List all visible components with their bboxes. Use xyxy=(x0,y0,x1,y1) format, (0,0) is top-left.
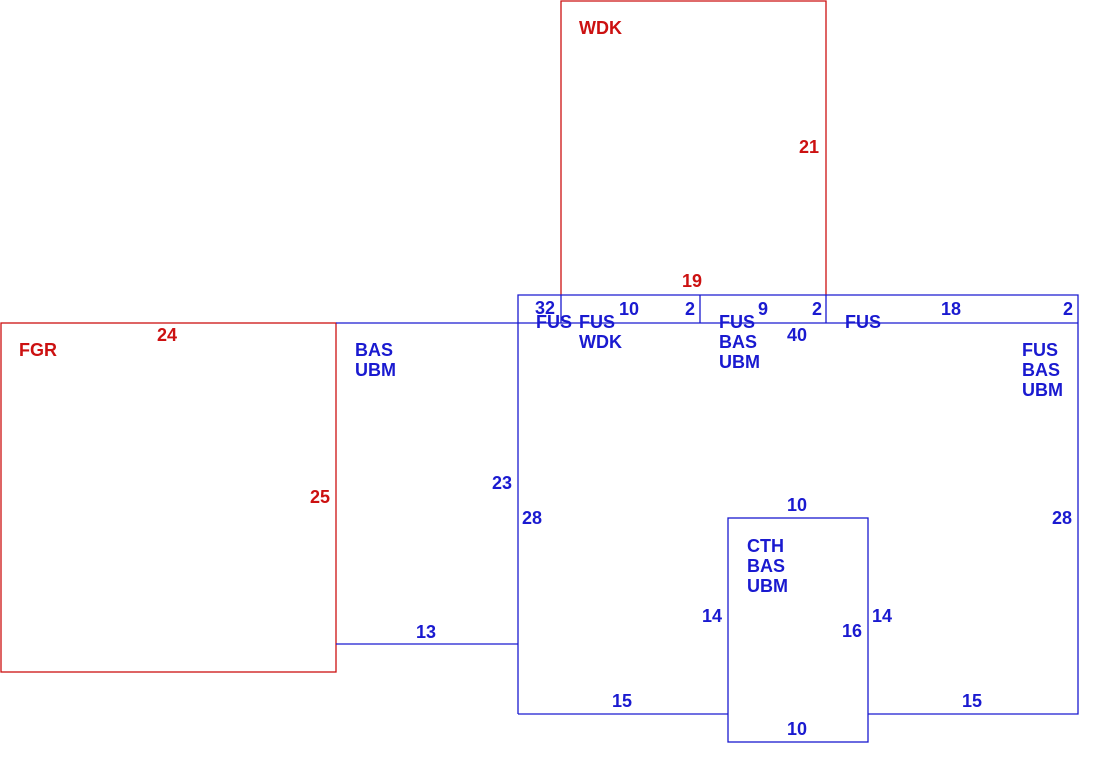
fus-wdk-line2: WDK xyxy=(579,332,622,352)
dim-bas-left-bottom: 13 xyxy=(416,622,436,642)
dim-main-right: 28 xyxy=(1052,508,1072,528)
area-labels: WDK FGR BAS UBM FUS FUS WDK FUS BAS UBM … xyxy=(19,18,1063,596)
dim-main-bottom-right: 15 xyxy=(962,691,982,711)
dim-strip-10: 10 xyxy=(619,299,639,319)
fus-wdk-line1: FUS xyxy=(579,312,615,332)
cth-line2: BAS xyxy=(747,556,785,576)
fus-mid-line2: BAS xyxy=(719,332,757,352)
wdk-code: WDK xyxy=(579,18,622,38)
dim-main-bottom-left: 15 xyxy=(612,691,632,711)
dim-cth-bottom: 10 xyxy=(787,719,807,739)
bas-left-line1: BAS xyxy=(355,340,393,360)
dim-cth-right-inner: 16 xyxy=(842,621,862,641)
dim-strip-2a: 2 xyxy=(685,299,695,319)
fgr-code: FGR xyxy=(19,340,57,360)
wdk-outline xyxy=(560,0,827,295)
dim-strip-2c: 2 xyxy=(1063,299,1073,319)
red-outlines xyxy=(0,0,827,673)
dim-fgr-top: 24 xyxy=(157,325,177,345)
fus-right-line1: FUS xyxy=(1022,340,1058,360)
fus-mid-line3: UBM xyxy=(719,352,760,372)
dim-strip-32: 32 xyxy=(535,298,555,318)
dim-strip-2b: 2 xyxy=(812,299,822,319)
dim-bas-left-right: 23 xyxy=(492,473,512,493)
dim-cth-left: 14 xyxy=(702,606,722,626)
main-outline xyxy=(517,294,1079,715)
dim-strip-18: 18 xyxy=(941,299,961,319)
dim-cth-right-outer: 14 xyxy=(872,606,892,626)
fus-right-line2: BAS xyxy=(1022,360,1060,380)
dim-cth-top: 10 xyxy=(787,495,807,515)
cth-line3: UBM xyxy=(747,576,788,596)
fus-mid-line1: FUS xyxy=(719,312,755,332)
dim-fgr-right: 25 xyxy=(310,487,330,507)
dim-strip-9: 9 xyxy=(758,299,768,319)
dim-main-left: 28 xyxy=(522,508,542,528)
blue-outlines xyxy=(336,294,1079,743)
fus-right-line3: UBM xyxy=(1022,380,1063,400)
dim-wdk-right: 21 xyxy=(799,137,819,157)
fus-right-code: FUS xyxy=(845,312,881,332)
fus-left-code: FUS xyxy=(536,312,572,332)
dimension-labels: 21 19 24 25 23 13 32 10 2 9 2 18 2 40 28… xyxy=(157,137,1073,739)
dim-wdk-bottom: 19 xyxy=(682,271,702,291)
fgr-outline xyxy=(0,322,337,673)
dim-main-top: 40 xyxy=(787,325,807,345)
cth-outline xyxy=(727,517,869,743)
cth-line1: CTH xyxy=(747,536,784,556)
bas-left-line2: UBM xyxy=(355,360,396,380)
